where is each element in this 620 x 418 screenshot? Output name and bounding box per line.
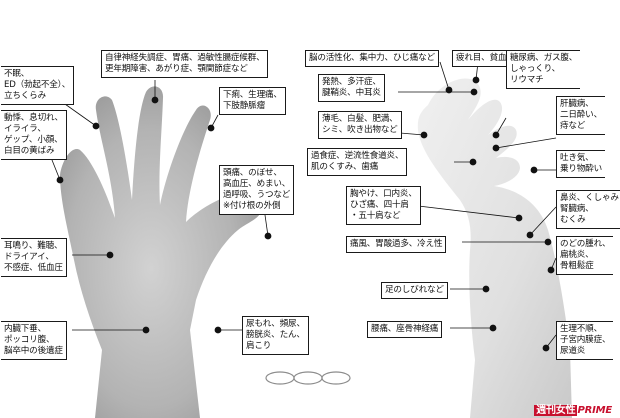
label-l4: 内臓下垂、 ポッコリ腹、 脳卒中の後遺症 [1,321,67,360]
label-r15: 生理不順、 子宮内膜症、 尿道炎 [556,321,614,360]
label-r6: 肝臓病、 二日酔い、 痔など [556,96,605,135]
label-r1: 脳の活性化、集中力、ひじ痛など [305,50,439,67]
label-r10: 鼻炎、くしゃみ 腎臓病、 むくみ [556,190,620,229]
label-r8: 吐き気、 乗り物酔い [556,150,605,178]
label-r5: 薄毛、白髪、肥満、 シミ、吹き出物など [318,111,402,139]
right-hand [417,78,572,418]
label-l1: 不眠、 ED（勃起不全）、 立ちくらみ [1,66,75,105]
label-l3: 耳鳴り、難聴、 ドライアイ、 不感症、低血圧 [1,238,67,277]
label-l6: 下痢、生理痛、 下肢静脈瘤 [219,87,286,115]
brand-part2: PRIME [577,405,612,416]
label-r3: 糖尿病、ガス腹、 しゃっくり、 リウマチ [506,50,581,89]
ring-marks [265,371,351,385]
label-r14: 腰痛、座骨神経痛 [367,321,443,338]
leader-lines [47,61,557,352]
brand-part1: 週刊女性 [534,405,578,416]
label-r7: 過食症、逆流性食道炎、 肌のくすみ、歯痛 [307,148,408,176]
left-hand [60,86,262,418]
label-l5: 自律神経失調症、胃痛、過敏性腸症候群、 更年期障害、あがり症、顎関節症など [101,50,269,78]
label-r13: 足のしびれなど [381,282,448,299]
label-l2: 動悸、息切れ、 イライラ、 ゲップ、小顔、 白目の黄ばみ [1,110,67,160]
label-l7: 頭痛、のぼせ、 高血圧、めまい、 過呼吸、うつなど ※付け根の外側 [219,165,295,215]
label-r11: 痛風、胃酸過多、冷え性 [346,236,447,253]
label-l8: 尿もれ、頻尿、 膀胱炎、たん、 肩こり [242,316,309,355]
label-r12: のどの腫れ、 扁桃炎、 骨粗鬆症 [556,236,614,275]
label-r4: 発熱、多汗症、 腱鞘炎、中耳炎 [318,74,385,102]
label-r9: 胸やけ、口内炎、 ひざ痛、四十肩 ・五十肩など [346,186,421,225]
